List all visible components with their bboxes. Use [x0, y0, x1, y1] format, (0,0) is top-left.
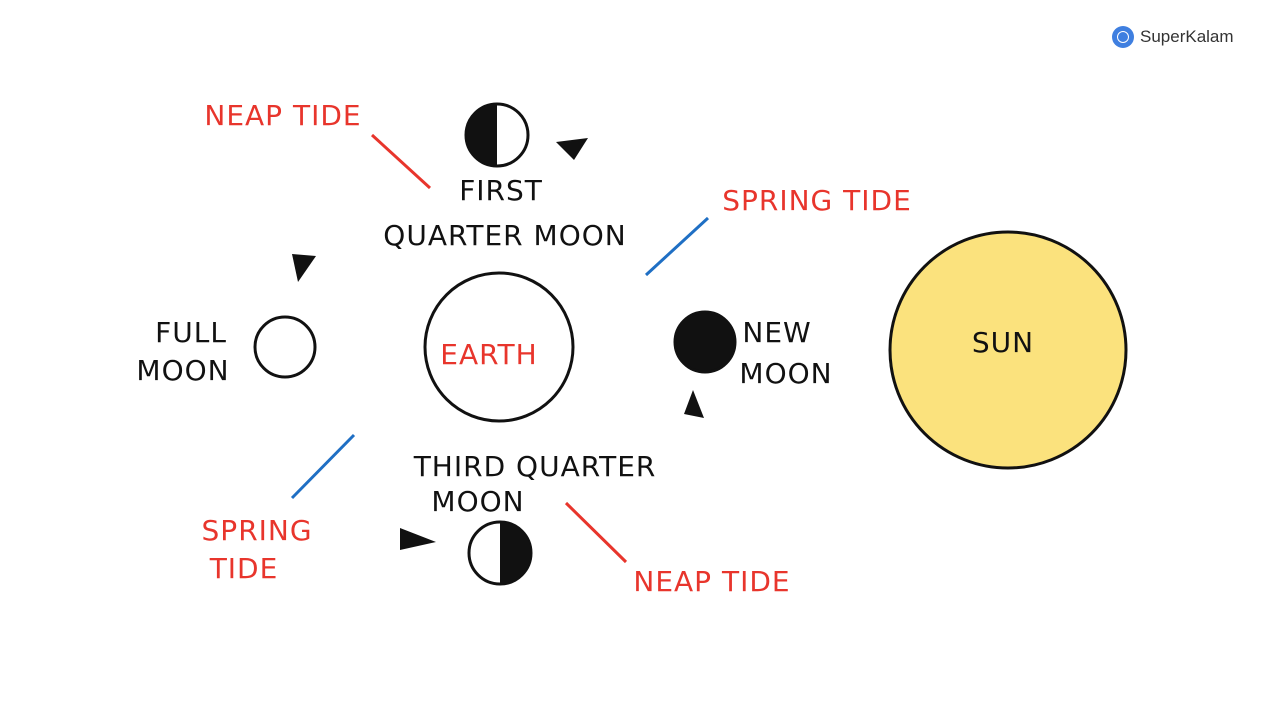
third-quarter-label: THIRD QUARTER MOON — [413, 450, 667, 518]
earth — [423, 271, 575, 423]
spring-tide-label-left: SPRING TIDE — [202, 514, 323, 585]
arrowhead-right-icon — [400, 528, 436, 550]
first-quarter-label: FIRST QUARTER MOON — [383, 174, 626, 252]
neap-tide-line-top — [370, 133, 432, 190]
new-moon — [673, 310, 737, 374]
first-quarter-moon — [464, 102, 530, 168]
brand-logo: SuperKalam — [1112, 26, 1234, 48]
full-moon-label: FULL MOON — [136, 316, 236, 387]
arrowhead-down-icon — [292, 254, 316, 282]
neap-tide-line-bottom — [564, 501, 628, 564]
sun — [888, 230, 1128, 470]
sun-label: SUN — [972, 326, 1034, 359]
neap-tide-label-bottom: NEAP TIDE — [633, 565, 790, 598]
new-moon-label: NEW MOON — [739, 316, 832, 390]
spring-tide-line-right — [644, 216, 710, 277]
neap-tide-label-top: NEAP TIDE — [204, 99, 361, 132]
spring-tide-line-left — [290, 433, 356, 500]
third-quarter-moon — [467, 520, 533, 586]
arrowhead-up-icon — [684, 390, 704, 418]
arrowhead-left-icon — [556, 138, 588, 160]
logo-icon — [1112, 26, 1134, 48]
full-moon — [253, 315, 317, 379]
spring-tide-label-right: SPRING TIDE — [722, 184, 912, 217]
brand-name: SuperKalam — [1140, 27, 1234, 46]
earth-label: EARTH — [440, 338, 537, 371]
